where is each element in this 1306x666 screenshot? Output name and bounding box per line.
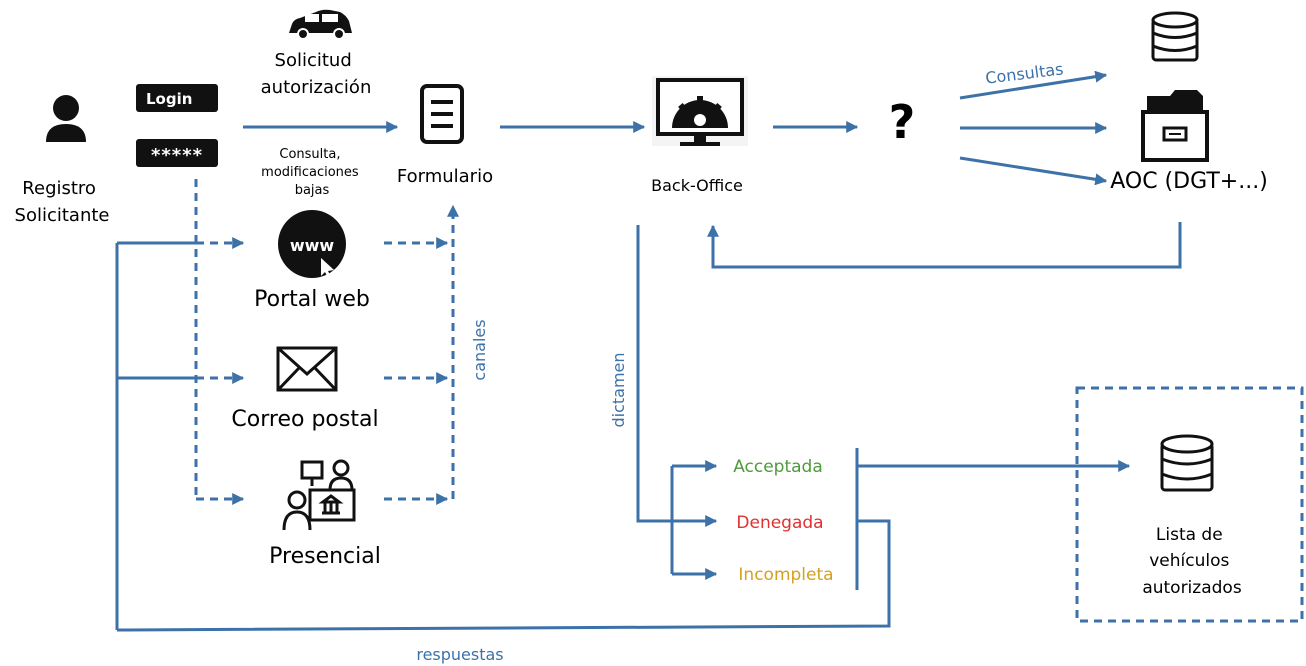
- www-icon: www: [278, 210, 346, 280]
- consulta-label: Consulta, modificaciones bajas: [261, 147, 363, 198]
- login-form-icon: Login *****: [136, 84, 218, 167]
- file-drawer-icon: [1141, 90, 1209, 162]
- formulario-label: Formulario: [397, 166, 493, 187]
- authorized-list-container: [1075, 386, 1304, 623]
- www-icon-text: www: [290, 236, 335, 255]
- arrow-consultas-database: [959, 70, 1108, 100]
- arrow-aoc-return-to-backoffice: [707, 222, 1182, 269]
- login-label: Login: [146, 90, 192, 108]
- reception-desk-icon: [282, 459, 356, 531]
- correo-postal-label: Correo postal: [231, 407, 378, 432]
- line-respuestas-return: [116, 519, 891, 632]
- envelope-icon: [276, 346, 338, 392]
- outcome-incomplete: Incompleta: [738, 565, 833, 585]
- portal-web-label: Portal web: [254, 287, 370, 312]
- database-icon: [1151, 11, 1199, 62]
- person-icon: [46, 95, 86, 142]
- database-icon: [1160, 434, 1214, 492]
- connectors: [115, 70, 1182, 632]
- back-office-label: Back-Office: [651, 176, 743, 195]
- outcome-accepted: Acceptada: [733, 457, 823, 477]
- arrow-unknown-to-aoc-low: [959, 156, 1108, 186]
- presencial-label: Presencial: [269, 544, 381, 569]
- outcome-denied: Denegada: [736, 513, 823, 533]
- password-mask: *****: [151, 145, 203, 166]
- gear-monitor-icon: [652, 76, 748, 146]
- car-icon: [289, 9, 352, 40]
- edge-label-respuestas: respuestas: [416, 645, 503, 664]
- edge-label-dictamen: dictamen: [609, 352, 628, 427]
- arrow-dictamen-to-denegada: [636, 225, 718, 527]
- lista-label: Lista de vehículos autorizados: [1142, 525, 1242, 598]
- aoc-label: AOC (DGT+...): [1110, 169, 1268, 194]
- edge-label-canales: canales: [470, 319, 489, 380]
- document-icon: [420, 84, 464, 144]
- registro-label: Registro Solicitante: [15, 178, 110, 226]
- unknown-system-label: ?: [889, 95, 916, 149]
- solicitud-label: Solicitud autorización: [261, 50, 372, 98]
